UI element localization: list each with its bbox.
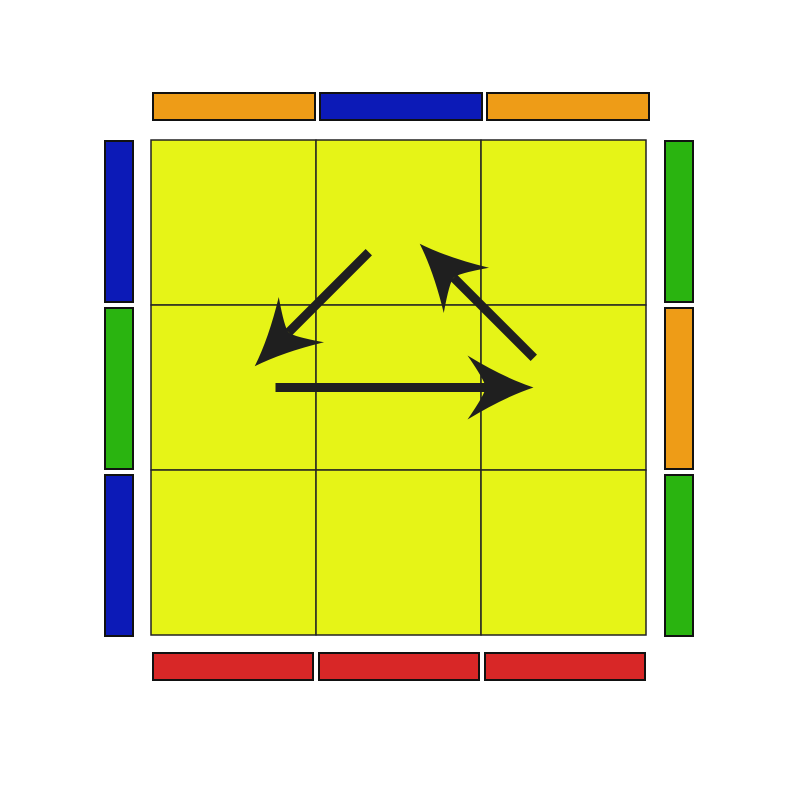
bottom-side-sticker-2 [484,652,646,681]
left-side-sticker-2 [104,474,134,637]
right-side-sticker-1 [664,307,694,470]
bottom-side-sticker-0 [152,652,314,681]
arrow-2 [419,243,537,361]
top-side-sticker-1 [319,92,483,121]
bottom-side-sticker-1 [318,652,480,681]
permutation-arrows [254,243,537,420]
right-side-sticker-0 [664,140,694,303]
left-side-sticker-0 [104,140,134,303]
left-side-sticker-1 [104,307,134,470]
face-cell-0-2 [480,139,647,306]
arrow-1 [275,355,534,420]
face-cell-0-0 [150,139,317,306]
face-cell-2-1 [315,469,482,636]
right-side-sticker-2 [664,474,694,637]
face-cell-2-0 [150,469,317,636]
top-side-sticker-0 [152,92,316,121]
arrow-0 [254,249,372,367]
top-side-sticker-2 [486,92,650,121]
face-cell-2-2 [480,469,647,636]
side-stickers [104,92,694,681]
